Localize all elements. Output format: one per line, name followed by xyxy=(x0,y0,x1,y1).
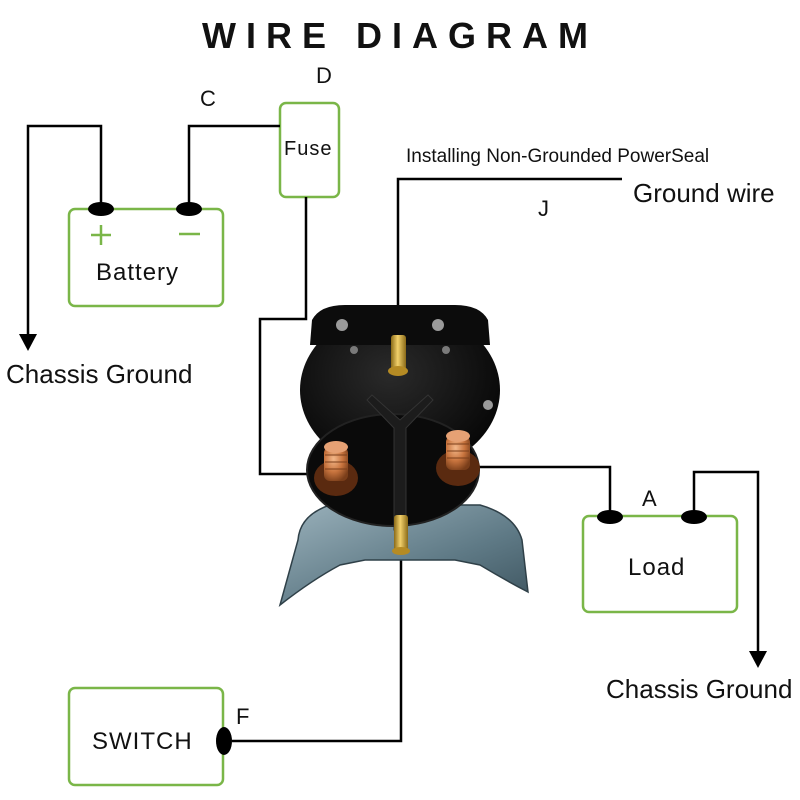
fuse-label: Fuse xyxy=(284,138,333,160)
wire-solenoid-switch xyxy=(232,545,403,743)
wire-load-ground xyxy=(692,470,760,652)
wire-fuse-solenoid xyxy=(258,197,330,476)
solenoid-bracket xyxy=(278,504,529,607)
copper-post-left xyxy=(314,441,358,496)
battery-box xyxy=(67,207,225,308)
battery-plus-terminal xyxy=(88,202,114,216)
battery-label: Battery xyxy=(96,259,180,286)
load-terminal-left xyxy=(597,510,623,524)
solenoid-icon xyxy=(278,305,529,607)
chassis-ground-label-left: Chassis Ground xyxy=(6,359,193,389)
battery-minus-terminal xyxy=(176,202,202,216)
wire-battery-minus-fuse xyxy=(187,124,280,209)
chassis-ground-label-right: Chassis Ground xyxy=(606,674,793,704)
screw-icon xyxy=(336,319,348,331)
load-label: Load xyxy=(628,554,686,581)
ground-wire-label: Ground wire xyxy=(633,178,775,208)
wires xyxy=(26,124,760,743)
fuse-box xyxy=(278,101,341,199)
terminal-label-a: A xyxy=(642,486,657,511)
switch-terminal xyxy=(216,727,232,755)
terminal-label-d: D xyxy=(316,63,332,88)
terminal-label-j: J xyxy=(538,196,549,221)
brass-stud-bottom xyxy=(394,515,408,551)
chassis-ground-arrow-right xyxy=(749,651,767,668)
terminal-label-f: F xyxy=(236,704,250,729)
load-box xyxy=(581,514,739,614)
load-terminal-right xyxy=(681,510,707,524)
wire-solenoid-load xyxy=(465,465,612,516)
switch-label: SWITCH xyxy=(92,728,193,755)
screw-icon xyxy=(442,346,450,354)
battery-plus-sign xyxy=(91,225,111,245)
solenoid-center-rib xyxy=(366,394,434,531)
wire-battery-plus-ground xyxy=(26,124,103,335)
terminal-label-c: C xyxy=(200,86,216,111)
copper-post-right xyxy=(436,430,480,486)
screw-icon xyxy=(483,400,493,410)
diagram-title: WIRE DIAGRAM xyxy=(202,15,598,56)
powerseal-note: Installing Non-Grounded PowerSeal xyxy=(406,146,710,167)
screw-icon xyxy=(350,346,358,354)
chassis-ground-arrow-left xyxy=(19,334,37,351)
wire-ground-j xyxy=(396,177,622,330)
brass-stud-top xyxy=(391,335,406,371)
screw-icon xyxy=(432,319,444,331)
solenoid-top-cap xyxy=(310,305,490,345)
